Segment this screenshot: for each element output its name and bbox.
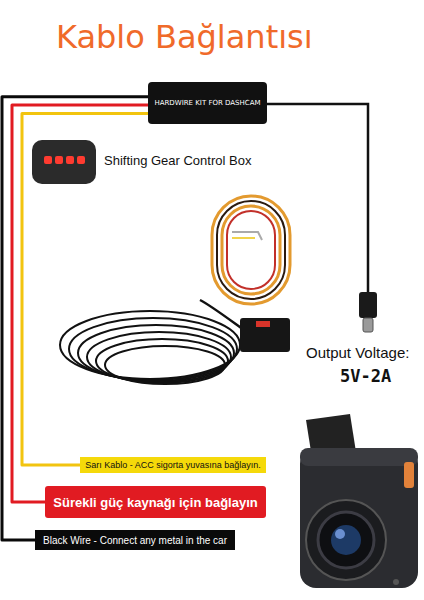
label: Output Voltage:: [306, 344, 409, 361]
led: [66, 156, 74, 164]
gear-control-icon: [32, 140, 96, 184]
spiral-cable: [60, 311, 240, 384]
spiral-turn: [60, 311, 240, 379]
title: Kablo Bağlantısı: [56, 18, 313, 56]
spiral-turn: [69, 318, 237, 380]
yellow-wire-band: Sarı Kablo - ACC sigorta yuvasına bağlay…: [80, 457, 266, 473]
node-text: Black Wire - Connect any metal in the ca…: [43, 535, 227, 546]
control-box: [240, 318, 290, 352]
usb-c-plug: [359, 292, 377, 318]
led: [55, 156, 63, 164]
black-wire-band: Black Wire - Connect any metal in the ca…: [35, 530, 235, 550]
led: [77, 156, 85, 164]
label: Shifting Gear Control Box: [104, 153, 251, 168]
spiral-turn: [105, 346, 225, 384]
hardwire-box: HARDWIRE KIT FOR DASHCAM: [148, 82, 267, 124]
cable-lead: [200, 300, 244, 330]
spiral-turn: [96, 339, 228, 383]
red-wire-band: Sürekli güç kaynağı için bağlayın: [45, 486, 266, 518]
coiled-wire-loop: [212, 196, 290, 304]
control-switch: [256, 321, 270, 327]
node-text: HARDWIRE KIT FOR DASHCAM: [154, 99, 260, 107]
spiral-turn: [87, 332, 231, 382]
led: [44, 156, 52, 164]
node-text: Sarı Kablo - ACC sigorta yuvasına bağlay…: [85, 460, 261, 470]
label: 5V-2A: [340, 366, 391, 386]
usb-c-tip: [363, 318, 373, 332]
node-text: Sürekli güç kaynağı için bağlayın: [53, 495, 257, 510]
dashcam: [300, 414, 418, 588]
